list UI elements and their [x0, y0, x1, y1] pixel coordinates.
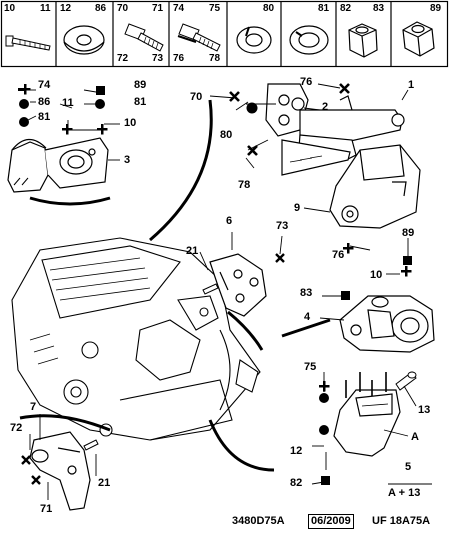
- header-label-70: 70: [117, 3, 129, 14]
- legend-number: 5: [405, 461, 412, 473]
- callout-21-bottom: 21: [98, 477, 111, 489]
- callout-13: 13: [418, 404, 431, 416]
- header-label-76: 76: [173, 53, 185, 64]
- callout-4: 4: [304, 311, 311, 323]
- callout-80: 80: [220, 129, 233, 141]
- stud-21-bottom: [83, 439, 99, 451]
- callout-81-left: 81: [38, 111, 51, 123]
- callout-10-top: 10: [124, 117, 137, 129]
- callout-6: 6: [226, 215, 233, 227]
- hex-bolt-icon: [124, 23, 164, 52]
- mount-7: [29, 431, 91, 511]
- header-label-74: 74: [173, 3, 185, 14]
- split-washer-icon: [236, 26, 272, 54]
- engine-mount-4: [339, 295, 435, 353]
- symbol-markers: [19, 83, 412, 485]
- callout-78: 78: [238, 179, 251, 191]
- callout-86: 86: [38, 96, 51, 108]
- callout-82: 82: [290, 477, 303, 489]
- callout-10-right: 10: [370, 269, 383, 281]
- callout-2: 2: [322, 101, 329, 113]
- engine-mount-3: [7, 137, 109, 193]
- engine-mount-9: [329, 144, 421, 229]
- header-label-81: 81: [318, 3, 330, 14]
- callout-71: 71: [40, 503, 53, 515]
- callout-76-top: 76: [300, 76, 313, 88]
- bracket-6: [209, 253, 267, 317]
- callout-11: 11: [62, 97, 74, 109]
- header-label-73: 73: [152, 53, 164, 64]
- callout-3: 3: [124, 154, 131, 166]
- callout-73: 73: [276, 220, 289, 232]
- callout-89-top: 89: [134, 79, 147, 91]
- callout-7: 7: [30, 401, 37, 413]
- header-label-78: 78: [209, 53, 221, 64]
- torque-rod-1: [265, 83, 405, 176]
- callout-76-mid: 76: [332, 249, 345, 261]
- callout-72: 72: [10, 422, 23, 434]
- callout-75: 75: [304, 361, 317, 373]
- header-label-86: 86: [95, 3, 107, 14]
- mount-A: [333, 372, 401, 457]
- header-label-83: 83: [373, 3, 385, 14]
- callout-83: 83: [300, 287, 313, 299]
- header-label-12: 12: [60, 3, 72, 14]
- header-label-72: 72: [117, 53, 129, 64]
- engine-block: [11, 237, 261, 441]
- hex-nut-icon: [348, 23, 378, 58]
- lock-washer-icon: [289, 25, 329, 55]
- callout-70: 70: [190, 91, 203, 103]
- callout-81-top: 81: [134, 96, 147, 108]
- hex-bolt-flange-icon: [177, 23, 221, 52]
- stud-21-top: [202, 283, 219, 295]
- footer-code: UF 18A75A: [372, 515, 431, 527]
- callout-A: A: [411, 431, 419, 443]
- callout-1: 1: [408, 79, 415, 91]
- callout-21-top: 21: [186, 245, 199, 257]
- header-label-89: 89: [430, 3, 442, 14]
- header-label-11: 11: [40, 3, 51, 14]
- header-label-75: 75: [209, 3, 221, 14]
- legend-formula: A + 13: [388, 487, 421, 499]
- bolt-long-icon: [5, 35, 51, 51]
- callout-12: 12: [290, 445, 303, 457]
- stud-13: [395, 371, 417, 391]
- callout-89-right: 89: [402, 227, 415, 239]
- flange-nut-icon: [402, 21, 435, 57]
- header-label-82: 82: [340, 3, 352, 14]
- footer-date: 06/2009: [308, 514, 354, 529]
- footer-ref: 3480D75A: [232, 515, 285, 527]
- header-label-71: 71: [152, 3, 164, 14]
- callout-74: 74: [38, 79, 51, 91]
- header-label-10: 10: [4, 3, 16, 14]
- callout-9: 9: [294, 202, 301, 214]
- washer-icon: [63, 25, 105, 55]
- parts-header-strip: [0, 0, 449, 68]
- callout-arcs: [19, 99, 331, 472]
- header-label-80: 80: [263, 3, 275, 14]
